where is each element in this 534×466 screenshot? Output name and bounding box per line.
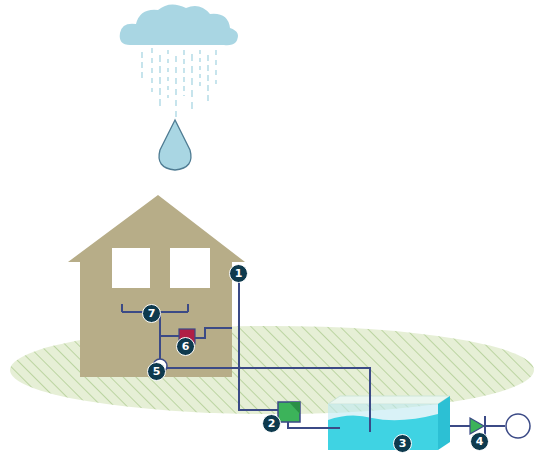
window [112,248,150,288]
callout-number: 1 [229,264,248,283]
water-drop [159,120,191,170]
filter [278,402,300,422]
filter-shade [289,402,300,414]
pump [506,414,530,438]
callout-number: 5 [147,362,166,381]
callout-number: 7 [142,304,161,323]
window [170,248,210,288]
callout-number: 2 [262,414,281,433]
callout-number: 6 [176,337,195,356]
rain-cloud [120,4,238,45]
callout-number: 3 [393,434,412,453]
pipes [122,275,505,432]
callout-number: 4 [470,432,489,451]
storage-tank [328,396,450,450]
house [68,195,245,377]
rain [142,48,216,118]
